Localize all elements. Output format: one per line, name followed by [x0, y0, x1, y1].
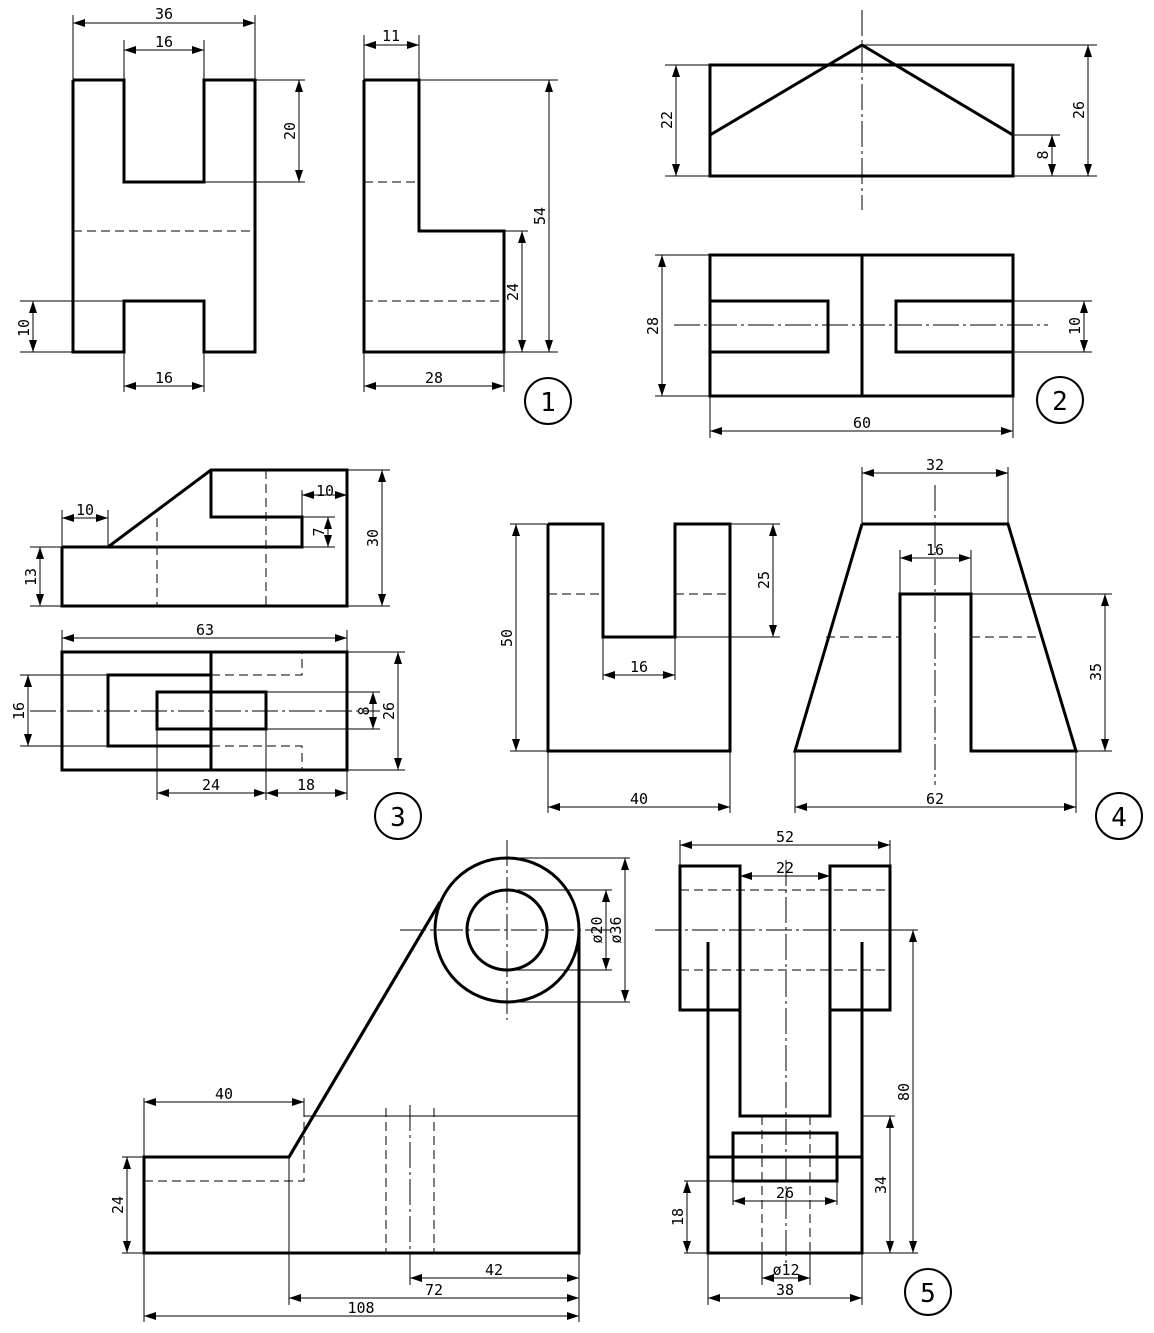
fig1-dim-bottom-height: 10: [15, 319, 33, 337]
fig5-dim-base-width: 38: [776, 1281, 794, 1299]
fig3-dim-inner-slot: 8: [355, 706, 373, 715]
fig5-front-body: [142, 931, 581, 1255]
fig5-number-badge: 5: [904, 1268, 952, 1316]
fig5-front-incline: [287, 901, 442, 1158]
fig2-dim-top-depth: 28: [644, 317, 662, 335]
fig2-top-slot-left: [708, 299, 830, 354]
fig1-dim-side-width: 28: [425, 369, 443, 387]
fig5-dim-foot-height: 24: [109, 1196, 127, 1214]
fig3-dim-slot-width: 10: [316, 482, 334, 500]
fig4-dim-side-slot-width: 16: [926, 541, 944, 559]
fig3-dim-total-depth: 26: [380, 702, 398, 720]
svg-text:4: 4: [1111, 803, 1127, 833]
fig5-dim-block-height: 18: [669, 1208, 687, 1226]
fig3-dim-hole-span: 24: [202, 776, 220, 794]
fig2-dim-peak-height: 26: [1070, 101, 1088, 119]
fig1-dim-side-step: 24: [504, 283, 522, 301]
fig1-dim-top-width: 36: [155, 5, 173, 23]
fig5-dim-side-gap: 22: [776, 859, 794, 877]
fig5-dim-side-height: 80: [895, 1083, 913, 1101]
fig2-dim-edge-height: 8: [1034, 150, 1052, 159]
figure-2: 22 26 8 28 10 60 2: [644, 10, 1097, 438]
fig3-front-slot: [108, 470, 304, 549]
fig3-dim-step-width: 10: [76, 501, 94, 519]
fig3-top-hidden-1: [211, 652, 303, 676]
fig4-dim-front-height: 50: [498, 629, 516, 647]
fig2-dim-slot-width: 10: [1066, 317, 1084, 335]
fig2-dim-front-height: 22: [658, 111, 676, 129]
fig1-dim-side-height: 54: [531, 207, 549, 225]
fig4-number-badge: 4: [1095, 792, 1143, 840]
fig1-front-outline: [71, 78, 257, 354]
fig3-number-badge: 3: [374, 792, 422, 840]
fig5-dim-boss-outer: ø36: [607, 916, 625, 943]
fig2-top-slot-right: [894, 299, 1015, 354]
svg-text:1: 1: [540, 388, 556, 418]
fig5-dim-span-72: 72: [425, 1281, 443, 1299]
fig5-front-outline: [144, 901, 442, 1159]
svg-text:3: 3: [390, 803, 406, 833]
fig5-dim-total-length: 108: [347, 1299, 374, 1317]
fig3-dim-slot-height: 7: [310, 527, 328, 536]
fig1-number-badge: 1: [524, 377, 572, 425]
fig2-dim-total-width: 60: [853, 414, 871, 432]
fig4-dim-base-width: 62: [926, 790, 944, 808]
svg-text:2: 2: [1052, 387, 1068, 417]
fig3-dim-total-width: 63: [196, 621, 214, 639]
fig4-front-outline: [546, 522, 732, 753]
figure-3: 10 13 10 7 30 63 16 8 26 24 18 3: [10, 468, 422, 840]
fig3-dim-left-width: 16: [10, 702, 28, 720]
fig3-dim-base-height: 13: [22, 568, 40, 586]
fig5-dim-boss-inner: ø20: [588, 916, 606, 943]
fig4-dim-front-width: 40: [630, 790, 648, 808]
fig3-dim-total-height: 30: [364, 529, 382, 547]
fig3-front-outline: [60, 468, 349, 608]
fig5-dim-rib-height: 34: [872, 1176, 890, 1194]
svg-text:5: 5: [920, 1279, 936, 1309]
fig5-dim-foot-length: 40: [215, 1085, 233, 1103]
figure-5: ø20 ø36 40 24 42 72 108 52 22 80 34 18 2…: [109, 828, 952, 1322]
fig5-side-body: [706, 942, 864, 1255]
fig5-dim-span-42: 42: [485, 1261, 503, 1279]
fig4-dim-slot-width: 16: [630, 658, 648, 676]
figure-1: 36 16 20 10 16 11 54 24 28 1: [15, 5, 572, 425]
fig3-dim-right-span: 18: [297, 776, 315, 794]
fig2-number-badge: 2: [1036, 376, 1084, 424]
fig1-dim-slot-depth: 20: [281, 122, 299, 140]
fig4-dim-side-slot-depth: 35: [1087, 663, 1105, 681]
fig5-dim-hole: ø12: [772, 1261, 799, 1279]
fig5-dim-slot-width: 26: [776, 1184, 794, 1202]
fig5-side-ear-right: [828, 864, 892, 1012]
fig1-dim-side-top: 11: [382, 27, 400, 45]
fig5-front-hidden-foot: [144, 1105, 305, 1182]
fig4-dim-slot-depth: 25: [755, 571, 773, 589]
figure-4: 50 25 16 40 32 16 35 62 4: [498, 456, 1143, 840]
fig1-side-outline: [362, 78, 506, 354]
fig1-dim-top-slot: 16: [155, 33, 173, 51]
fig5-dim-side-width: 52: [776, 828, 794, 846]
fig5-side-ear-left: [678, 864, 742, 1012]
fig3-top-hidden-2: [211, 745, 303, 770]
fig4-dim-top-width: 32: [926, 456, 944, 474]
fig5-side-slot: [738, 866, 832, 1118]
fig1-dim-bottom-slot: 16: [155, 369, 173, 387]
